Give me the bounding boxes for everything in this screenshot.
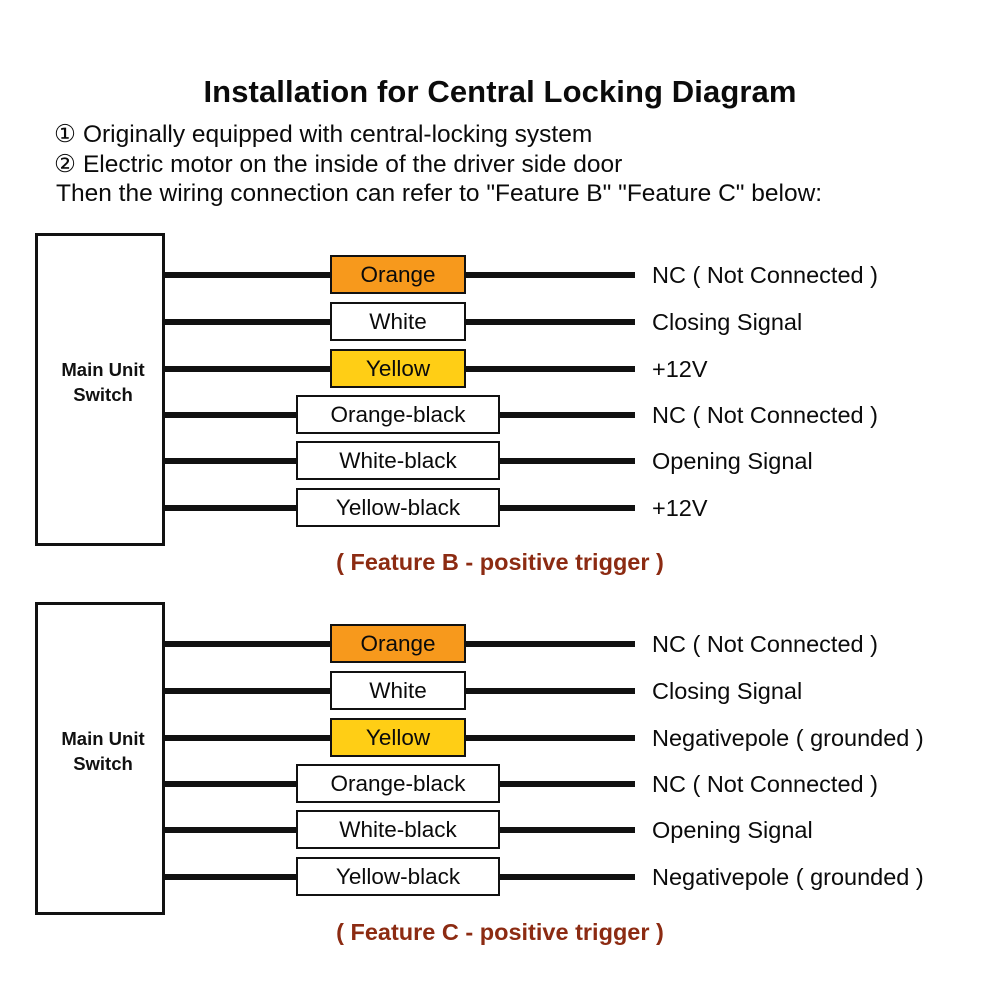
wire-label-chip: Yellow [330,718,466,757]
circled-number-2: ② [54,150,76,178]
wire-description: Opening Signal [652,817,813,843]
wire-description: Opening Signal [652,448,813,474]
wire-description: NC ( Not Connected ) [652,631,878,657]
caption-feature-c: ( Feature C - positive trigger ) [336,919,664,945]
intro-note-2-text: Electric motor on the inside of the driv… [82,150,623,178]
main-unit-switch-label-line1: Main Unit [61,728,145,749]
intro-notes: ① Originally equipped with central-locki… [54,120,984,209]
wire-description: +12V [652,356,708,382]
wire-description: NC ( Not Connected ) [652,402,878,428]
wire-description: +12V [652,495,708,521]
main-unit-switch-box-c: Main Unit Switch [35,602,165,915]
caption-feature-b: ( Feature B - positive trigger ) [336,549,664,575]
page-title: Installation for Central Locking Diagram [203,74,797,109]
circled-number-1: ① [54,121,76,148]
wire-label-chip: Orange [330,255,466,294]
wire-label-chip: Yellow-black [296,857,500,896]
wire-label-chip: Yellow-black [296,488,500,527]
wire-description: Negativepole ( grounded ) [652,864,924,890]
intro-footnote: Then the wiring connection can refer to … [56,180,823,207]
wire-rows-b: Orange NC ( Not Connected ) White Closing S… [0,233,1000,546]
intro-note-1-text: Originally equipped with central-locking… [82,121,593,148]
intro-note-1: ① Originally equipped with central-locki… [54,120,984,150]
wire-label-chip: White-black [296,810,500,849]
wire-description: Closing Signal [652,309,803,335]
wire-label-chip: White [330,671,466,710]
intro-note-2: ② Electric motor on the inside of the dr… [54,150,984,180]
wire-label-chip: Orange-black [296,395,500,434]
wire-label-chip: Orange [330,624,466,663]
main-unit-switch-label-line2: Switch [73,753,133,774]
main-unit-switch-label-line2: Switch [73,384,133,405]
wire-label-chip: White [330,302,466,341]
main-unit-switch-label-line1: Main Unit [61,359,145,380]
main-unit-switch-label-b: Main Unit Switch [38,357,168,407]
wire-label-chip: Orange-black [296,764,500,803]
wire-description: Closing Signal [652,678,803,704]
main-unit-switch-label-c: Main Unit Switch [38,726,168,776]
wire-description: NC ( Not Connected ) [652,262,878,288]
wire-description: Negativepole ( grounded ) [652,725,924,751]
wire-rows-c: Orange NC ( Not Connected ) White Closing S… [0,602,1000,915]
wire-description: NC ( Not Connected ) [652,771,878,797]
wire-label-chip: Yellow [330,349,466,388]
wire-label-chip: White-black [296,441,500,480]
main-unit-switch-box-b: Main Unit Switch [35,233,165,546]
